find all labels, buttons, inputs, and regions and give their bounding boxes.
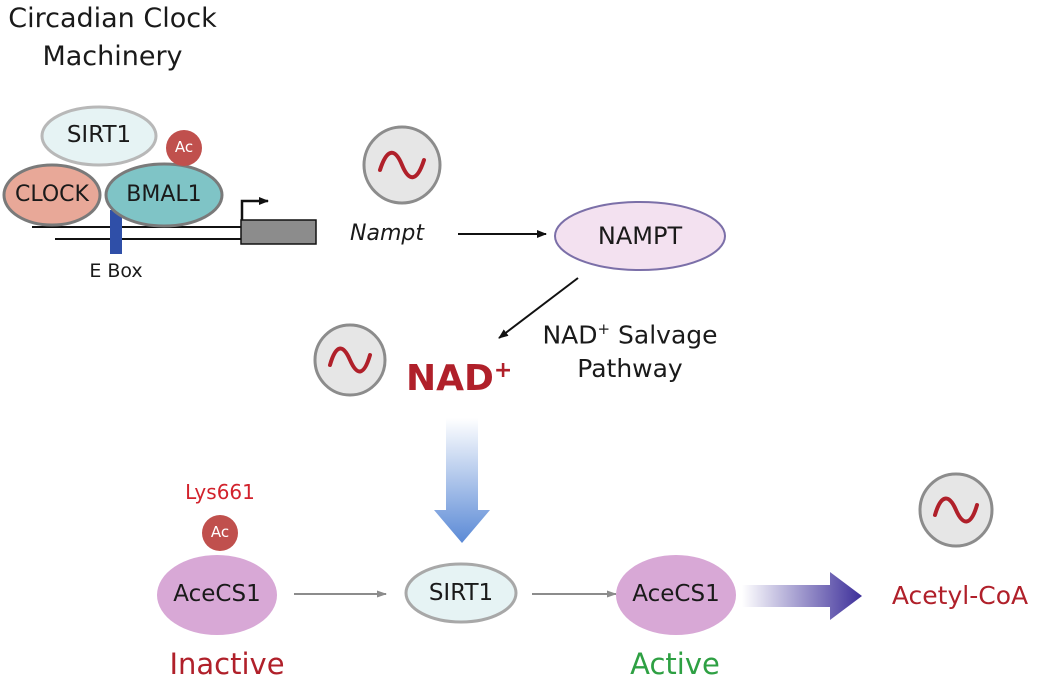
- acetyl-mark-acecs1: [202, 515, 238, 551]
- sirt1-center-label: SIRT1: [428, 580, 494, 606]
- bmal1-label: BMAL1: [126, 182, 202, 207]
- acecs1-inactive-label: AceCS1: [173, 581, 261, 607]
- sirt1-clock-label: SIRT1: [66, 122, 132, 148]
- acetyl-coa-label: Acetyl-CoA: [891, 581, 1029, 610]
- nampt-gene-label: Nampt: [350, 221, 424, 246]
- sirt1-center-protein: [404, 562, 518, 624]
- acetyl-mark-bmal1-label: Ac: [174, 138, 194, 156]
- lys661-label: Lys661: [185, 480, 255, 504]
- acecs1-inactive-protein: [157, 555, 277, 635]
- acecs1-active-label: AceCS1: [632, 581, 720, 607]
- oscillation-icon: [362, 125, 442, 205]
- title-line1: Circadian Clock: [8, 3, 217, 34]
- dna-strand: [32, 226, 245, 240]
- clock-protein: [2, 163, 102, 227]
- inactive-state-label: Inactive: [169, 647, 285, 681]
- salvage-label-line2: Pathway: [577, 354, 683, 383]
- active-state-label: Active: [630, 647, 720, 681]
- oscillation-icon: [918, 472, 994, 548]
- title-line2: Machinery: [42, 41, 183, 72]
- clock-label: CLOCK: [15, 182, 89, 207]
- purple-gradient-arrow: [742, 572, 862, 620]
- acetyl-mark-acecs1-label: Ac: [210, 523, 230, 541]
- nampt-protein-label: NAMPT: [597, 222, 683, 250]
- salvage-label-line1: NAD+ Salvage: [542, 320, 718, 350]
- sirt1-clock-protein: [40, 105, 158, 167]
- acetyl-mark-bmal1: [166, 130, 202, 166]
- arrow-nampt-to-nad: [498, 277, 579, 339]
- acecs1-active-protein: [616, 555, 736, 635]
- nampt-protein: [554, 201, 726, 271]
- nad-label: NAD+: [406, 358, 513, 399]
- ebox-bar: [110, 210, 122, 254]
- blue-gradient-arrow: [434, 418, 490, 543]
- oscillation-icon: [313, 323, 387, 397]
- ebox-label: E Box: [89, 260, 143, 282]
- bmal1-protein: [104, 162, 224, 228]
- gene-box: [240, 219, 317, 245]
- transcription-start-arrow: [240, 197, 269, 220]
